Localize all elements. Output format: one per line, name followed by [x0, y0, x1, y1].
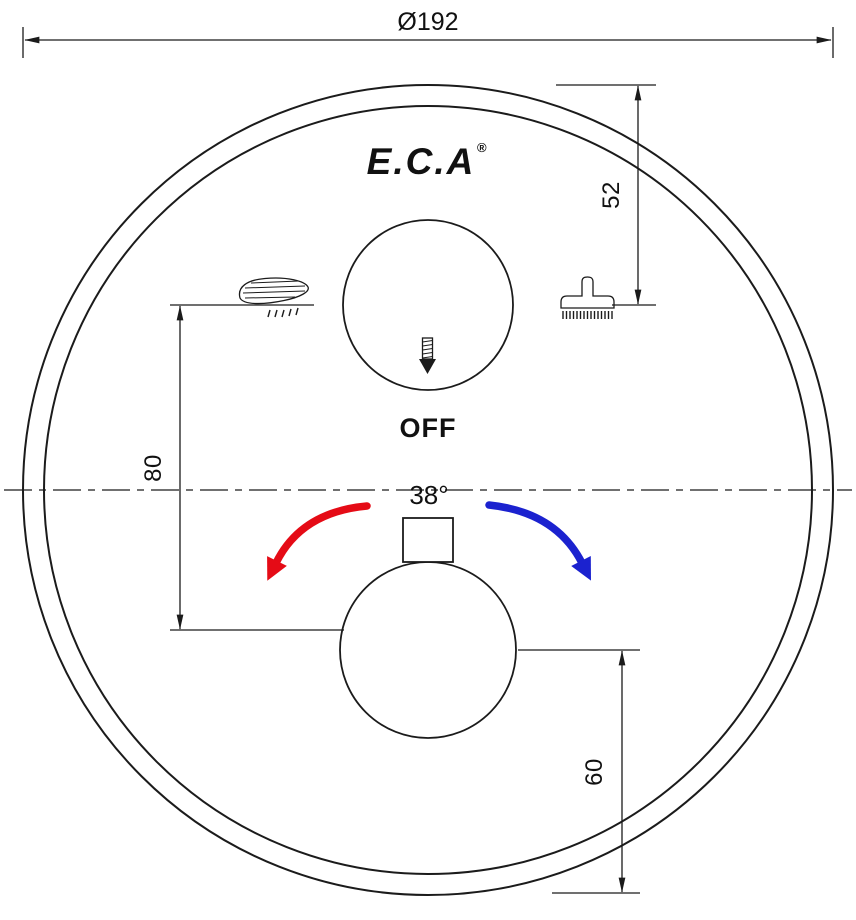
temperature-label: 38°	[409, 480, 448, 510]
hand-shower-spray	[267, 307, 299, 318]
diverter-knob	[342, 219, 514, 391]
knob-index-notch	[402, 517, 454, 563]
plate-outer-circle	[22, 84, 834, 896]
dimension-80-label: 80	[140, 454, 167, 482]
screw-icon	[419, 337, 436, 374]
overhead-shower-spray	[562, 311, 613, 319]
temperature-knob	[339, 517, 517, 739]
dimension-52-label: 52	[598, 181, 625, 209]
temperature-knob-circle	[339, 561, 517, 739]
plate-inner-circle	[43, 105, 813, 875]
brand-logo: E.C.A ®	[367, 140, 487, 182]
overhead-shower-head	[560, 276, 615, 309]
dimension-60: 60	[518, 649, 640, 894]
diameter-label: Ø192	[397, 8, 458, 36]
hot-direction-arrow	[267, 502, 371, 581]
plate-outline	[22, 84, 834, 896]
brand-logo-text: E.C.A	[367, 141, 476, 182]
dimension-60-label: 60	[581, 758, 608, 786]
screw-tip-arrow	[419, 359, 436, 374]
diameter-dimension: Ø192	[22, 8, 834, 58]
diverter-knob-circle	[342, 219, 514, 391]
registered-mark: ®	[477, 140, 487, 155]
screw-threads	[422, 339, 433, 359]
off-label: OFF	[400, 413, 457, 443]
cold-direction-arrow	[485, 501, 592, 581]
dimension-80: 80	[140, 304, 344, 631]
hand-shower-hatch	[242, 280, 306, 299]
dimension-52: 52	[556, 84, 656, 306]
overhead-shower-icon	[560, 276, 615, 319]
hand-shower-icon	[238, 277, 309, 318]
